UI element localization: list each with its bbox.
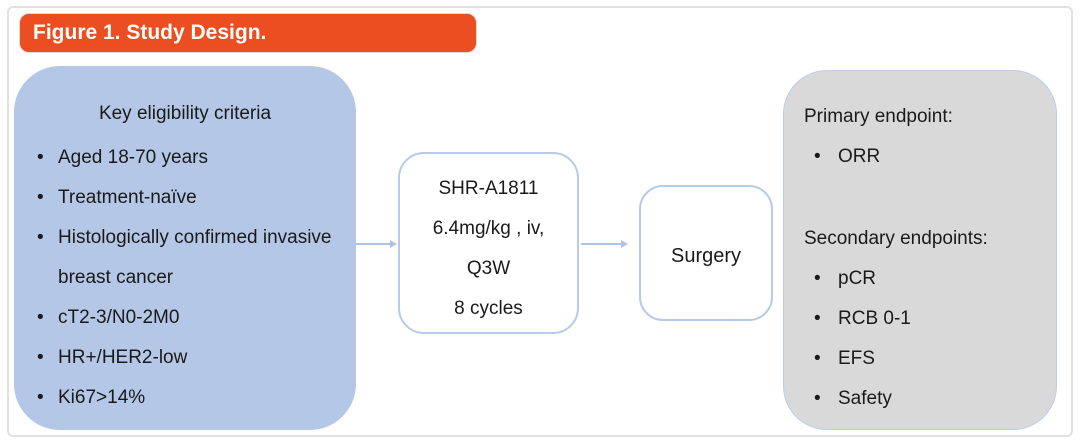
eligibility-criteria-box: Key eligibility criteria Aged 18-70 year… [14, 66, 356, 430]
secondary-endpoint-item: pCR [804, 259, 1042, 299]
treatment-line: Q3W [466, 258, 511, 279]
treatment-line: 6.4mg/kg , iv, [432, 218, 545, 239]
eligibility-item: Aged 18-70 years [14, 138, 356, 178]
eligibility-item: Histologically confirmed invasive breast… [14, 218, 356, 298]
treatment-line: 8 cycles [454, 298, 523, 319]
primary-endpoint-heading: Primary endpoint: [804, 106, 953, 127]
treatment-line: SHR-A1811 [438, 178, 539, 199]
figure-title: Figure 1. Study Design. [33, 21, 267, 44]
flow-arrow-treatment-to-surgery [581, 240, 628, 248]
secondary-endpoint-item: RCB 0-1 [804, 299, 1042, 339]
secondary-endpoints-heading: Secondary endpoints: [804, 228, 988, 249]
treatment-box: SHR-A1811 6.4mg/kg , iv, Q3W 8 cycles [398, 152, 579, 334]
eligibility-list: Aged 18-70 years Treatment-naïve Histolo… [14, 138, 356, 418]
eligibility-item: cT2-3/N0-2M0 [14, 298, 356, 338]
secondary-endpoint-item: Safety [804, 379, 1042, 419]
eligibility-item: HR+/HER2-low [14, 338, 356, 378]
primary-endpoint-item: ORR [804, 137, 1042, 177]
surgery-box: Surgery [639, 185, 773, 321]
primary-endpoint-list: ORR [804, 137, 1042, 177]
secondary-endpoints-list: pCR RCB 0-1 EFS Safety [804, 259, 1042, 419]
eligibility-heading: Key eligibility criteria [98, 103, 272, 124]
figure-title-banner: Figure 1. Study Design. [19, 13, 477, 53]
eligibility-item: Treatment-naïve [14, 178, 356, 218]
surgery-label: Surgery [670, 244, 742, 267]
secondary-endpoint-item: EFS [804, 339, 1042, 379]
eligibility-item: Ki67>14% [14, 378, 356, 418]
flow-arrow-eligibility-to-treatment [356, 240, 397, 248]
endpoints-box: Primary endpoint: ORR Secondary endpoint… [783, 70, 1057, 430]
